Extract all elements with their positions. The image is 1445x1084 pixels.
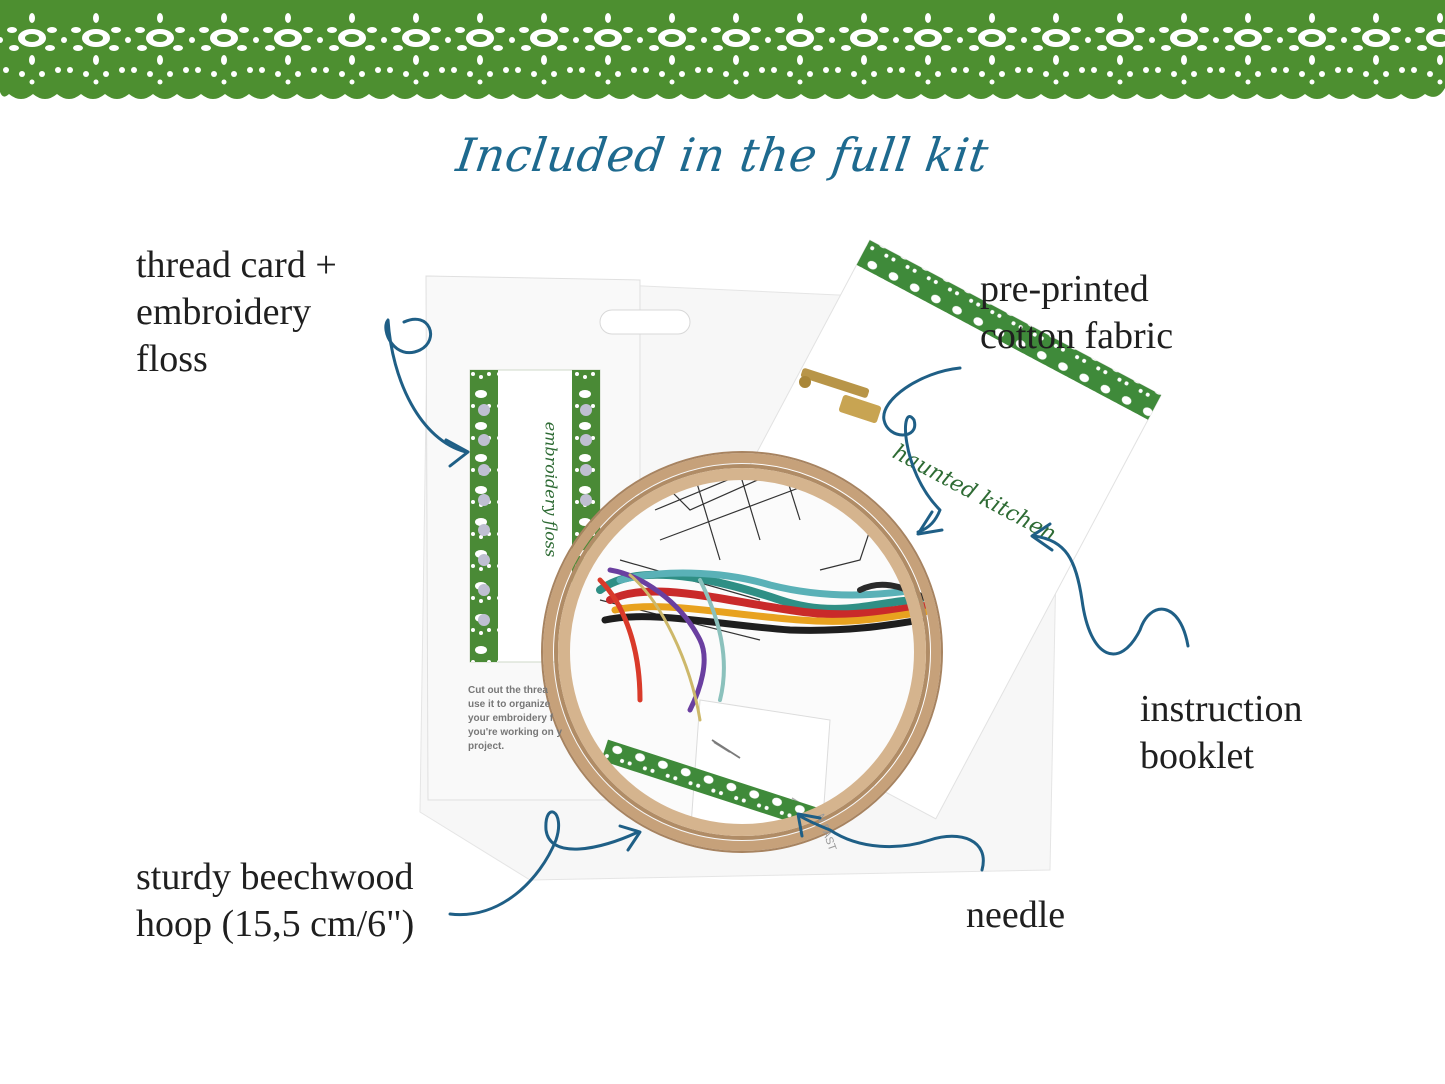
instruction-line: Cut out the threa (468, 685, 548, 696)
cotton-fabric (562, 472, 922, 832)
instruction-line: project. (468, 741, 505, 752)
label-line: embroidery (136, 291, 312, 333)
label-line: booklet (1140, 735, 1254, 777)
label-line: hoop (15,5 cm/6") (136, 903, 415, 945)
embroidery-hoop-icon (541, 368, 943, 853)
lace-border-icon (0, 0, 1445, 99)
floss-skein-icon (596, 567, 929, 722)
label-line: thread card + (136, 244, 337, 286)
label-line: cotton fabric (980, 315, 1174, 357)
label-thread-card: thread card + embroidery floss (136, 242, 337, 383)
label-line: floss (136, 338, 208, 380)
instruction-line: your embroidery f (468, 713, 554, 724)
label-line: sturdy beechwood (136, 856, 414, 898)
needle-icon (711, 739, 741, 759)
instruction-line: you're working on y (468, 727, 563, 738)
thread-card-instructions: Cut out the threa use it to organize you… (468, 684, 562, 754)
instruction-line: use it to organize (468, 699, 551, 710)
label-line: pre-printed (980, 268, 1149, 310)
label-needle: needle (966, 892, 1065, 939)
label-line: instruction (1140, 688, 1303, 730)
label-fabric: pre-printed cotton fabric (980, 266, 1173, 360)
label-line: needle (966, 894, 1066, 936)
label-booklet: instruction booklet (1140, 686, 1303, 780)
thread-card-vertical-label: embroidery floss (541, 421, 561, 558)
label-hoop: sturdy beechwood hoop (15,5 cm/6") (136, 854, 414, 948)
